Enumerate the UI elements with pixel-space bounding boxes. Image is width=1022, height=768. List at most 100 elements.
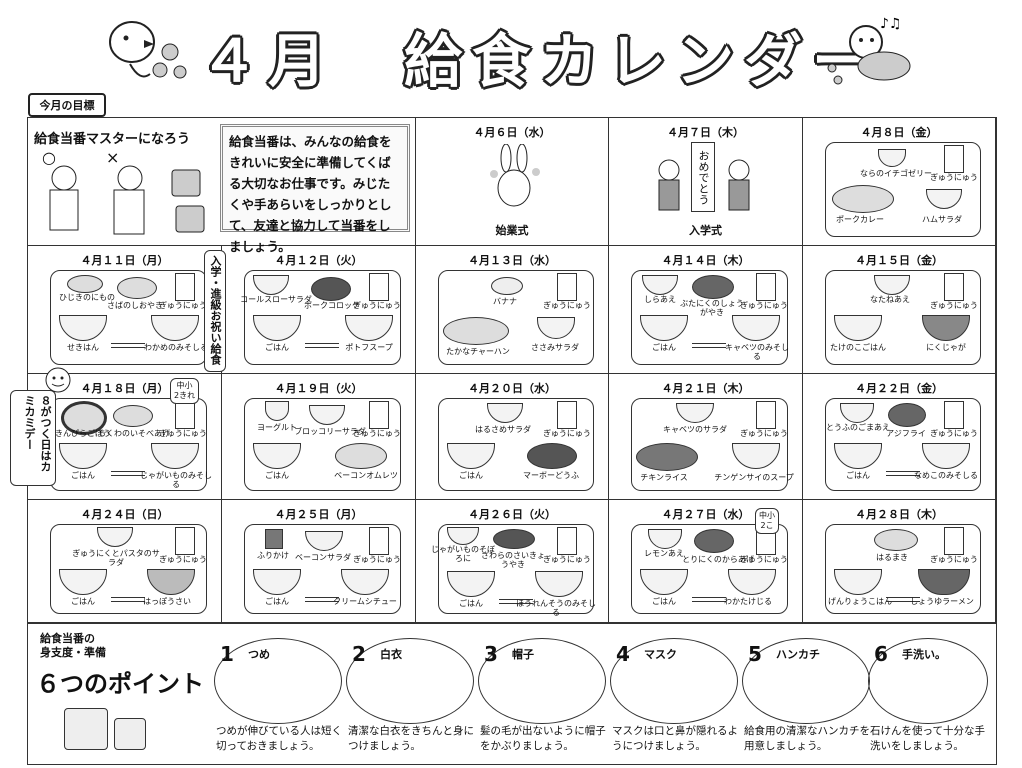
dish-label: はるまき: [876, 553, 908, 562]
day-date: ４月２２日（金）: [855, 382, 943, 395]
dish-label: ささみサラダ: [531, 343, 579, 352]
dish-label: ふりかけ: [257, 551, 289, 560]
day-cell: ４月２２日（金） とうふのごまあえ アジフライ ぎゅうにゅう ごはん なめこのみ…: [803, 374, 996, 500]
goal-cell: 給食当番マスターになろう ○ × 給食当番は、みんなの給食をきれいに安全に準備し…: [28, 118, 416, 254]
day-date: ４月２１日（木）: [661, 382, 750, 395]
meal-tray: キャベツのサラダ ぎゅうにゅう チキンライス チンゲンサイのスープ: [631, 398, 794, 491]
dish-label: ぎゅうにゅう: [353, 555, 401, 564]
dish-label: ぶたにくのしょうがやき: [680, 299, 744, 317]
chopsticks-icon: [886, 597, 920, 602]
point-number: 1: [220, 642, 234, 666]
chopsticks-icon: [111, 597, 145, 602]
milk-carton-icon: [756, 401, 776, 429]
karaage-plate: [694, 529, 734, 553]
handwash-illustration: [868, 638, 988, 724]
milk-carton-icon: [369, 401, 389, 429]
day-event: 入学式: [689, 224, 722, 237]
dish-label: ごはん: [459, 599, 483, 608]
stew-bowl: [147, 569, 195, 595]
correct-mark: ○: [42, 148, 56, 167]
meal-tray: とうふのごまあえ アジフライ ぎゅうにゅう ごはん なめこのみそしる: [825, 398, 981, 491]
point-item: 1 つめ つめが伸びている人は短く切っておきましょう。: [214, 632, 342, 758]
milk-carton-icon: [175, 401, 195, 429]
side-bowl: [648, 529, 682, 549]
day-cell: ４月８日（金） ならのイチゴゼリー ぎゅうにゅう ポークカレー ハムサラダ: [803, 118, 996, 246]
dish-label: キャベツのサラダ: [663, 425, 727, 434]
points-heading: 給食当番の 身支度・準備: [40, 632, 106, 659]
celebration-note: 入学・進級お祝い給食: [204, 250, 226, 372]
point-label: 白衣: [380, 648, 402, 661]
point-label: つめ: [248, 648, 270, 661]
day-cell: ４月１５日（金） なたねあえ ぎゅうにゅう たけのこごはん にくじゃが: [803, 246, 996, 374]
dish-label: ぎゅうにゅう: [740, 429, 788, 438]
day-cell: ４月６日（水） 始業式: [416, 118, 609, 246]
curry-plate: [832, 185, 894, 213]
coat-illustration: [346, 638, 474, 724]
meal-tray: なたねあえ ぎゅうにゅう たけのこごはん にくじゃが: [825, 270, 981, 365]
dish-label: ごはん: [652, 597, 676, 606]
day-date: ４月１２日（火）: [274, 254, 363, 267]
point-item: 2 白衣 清潔な白衣をきちんと身につけましょう。: [346, 632, 474, 758]
rice-bowl: [59, 315, 107, 341]
dish-label: とりにくのからあげ: [682, 555, 754, 564]
salad-bowl: [487, 403, 523, 423]
dish-label: ごはん: [459, 471, 483, 480]
point-number: 2: [352, 642, 366, 666]
fish-plate: [117, 277, 157, 299]
point-number: 5: [748, 642, 762, 666]
mapo-plate: [527, 443, 577, 469]
rice-bowl: [253, 443, 301, 469]
milk-carton-icon: [756, 273, 776, 301]
dish-label: たけのこごはん: [830, 343, 886, 352]
soup-bowl: [728, 569, 776, 595]
milk-carton-icon: [944, 145, 964, 173]
dish-label: ぎゅうにゅう: [930, 301, 978, 310]
dish-label: ベーコンサラダ: [295, 553, 351, 562]
chopsticks-icon: [305, 597, 339, 602]
goal-tag: 今月の目標: [28, 93, 106, 117]
calendar-grid: 給食当番マスターになろう ○ × 給食当番は、みんなの給食をきれいに安全に準備し…: [27, 117, 997, 624]
chopsticks-icon: [111, 343, 145, 348]
day-cell: ４月２０日（水） はるさめサラダ ぎゅうにゅう ごはん マーボーどうふ: [416, 374, 609, 500]
dish-label: わかたけじる: [724, 597, 772, 606]
dish-label: チンゲンサイのスープ: [714, 473, 794, 482]
day-date: ４月２６日（火）: [468, 508, 556, 521]
spring-roll-plate: [874, 529, 918, 551]
dish-label: とうふのごまあえ: [826, 423, 890, 432]
dish-label: ごはん: [71, 597, 95, 606]
meal-tray: きんぴらごぼう ちくわのいそべあげ ぎゅうにゅう ごはん じゃがいものみそしる: [50, 398, 212, 491]
day-cell: ４月１３日（水） バナナ ぎゅうにゅう たかなチャーハン ささみサラダ: [416, 246, 609, 374]
chikuwa-plate: [113, 405, 153, 427]
milk-carton-icon: [944, 401, 964, 429]
milk-carton-icon: [369, 273, 389, 301]
dish-label: ごはん: [652, 343, 676, 352]
rice-bowl: [834, 315, 882, 341]
soup-bowl: [341, 569, 389, 595]
day-date: ４月７日（木）: [667, 126, 744, 139]
dish-label: ぎゅうにゅう: [930, 173, 978, 182]
dish-label: じゃがいものそぼろに: [431, 545, 495, 563]
salad-bowl: [676, 403, 714, 423]
rice-bowl: [640, 569, 688, 595]
croquette-plate: [311, 277, 351, 301]
meal-tray: ぎゅうにくとパスタのサラダ ぎゅうにゅう ごはん はっぽうさい: [50, 524, 207, 614]
point-number: 6: [874, 642, 888, 666]
portion-note: 中小 2きれ: [170, 378, 200, 404]
day-cell: ４月２８日（木） はるまき ぎゅうにゅう げんりょうこはん しょうゆラーメン: [803, 500, 996, 623]
dish-label: ぎゅうにゅう: [353, 429, 401, 438]
dish-label: しらあえ: [644, 295, 676, 304]
dish-label: きんぴらごぼう: [55, 429, 111, 438]
dish-label: ぎゅうにゅう: [543, 301, 591, 310]
dish-label: キャベツのみそしる: [725, 343, 789, 361]
dish-label: ポトフスープ: [345, 343, 393, 352]
dish-label: マーボーどうふ: [523, 471, 579, 480]
nail-illustration: [214, 638, 342, 724]
dish-label: ベーコンオムレツ: [334, 471, 398, 480]
day-cell: ４月２４日（日） ぎゅうにくとパスタのサラダ ぎゅうにゅう ごはん はっぽうさい: [28, 500, 222, 623]
dish-label: ごはん: [846, 471, 870, 480]
salad-bowl: [926, 189, 962, 209]
rice-bowl: [253, 315, 301, 341]
dish-label: しょうゆラーメン: [910, 597, 974, 606]
dish-label: たかなチャーハン: [446, 347, 510, 356]
dish-label: バナナ: [493, 297, 517, 306]
